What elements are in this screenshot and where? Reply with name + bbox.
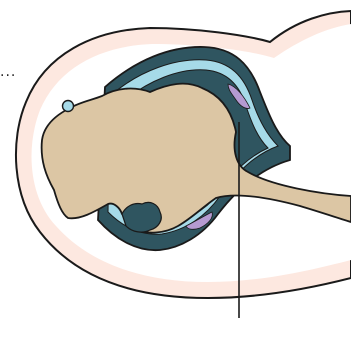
- erosion: [122, 202, 161, 232]
- small-nodule: [63, 101, 74, 112]
